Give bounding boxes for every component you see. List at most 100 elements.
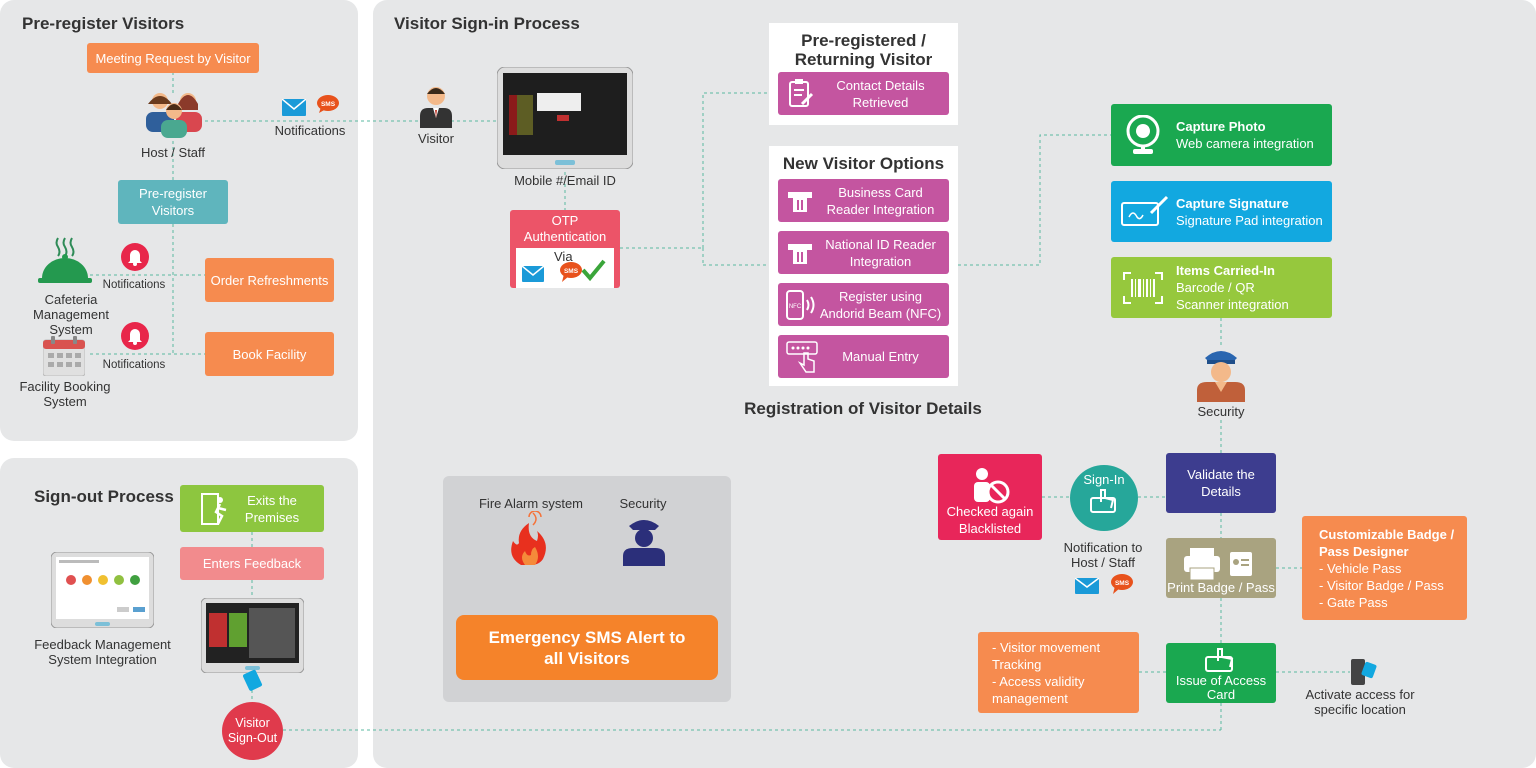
visitor-label: Visitor bbox=[418, 131, 454, 146]
manual-entry-box: Manual Entry bbox=[778, 335, 949, 378]
blacklisted-label: Checked again Blacklisted bbox=[946, 504, 1034, 536]
barcode-icon bbox=[1123, 272, 1163, 304]
host-staff-label: Host / Staff bbox=[140, 145, 206, 160]
movement-item-0: - Visitor movement Tracking bbox=[992, 639, 1101, 672]
national-id-box: National ID Reader Integration bbox=[778, 231, 949, 274]
capture-signature-sub: Signature Pad integration bbox=[1176, 212, 1323, 228]
signout-title: Sign-out Process bbox=[34, 487, 174, 506]
blocked-person-icon bbox=[974, 468, 1010, 504]
host-staff-icon bbox=[146, 93, 202, 138]
keypad-icon bbox=[786, 341, 818, 373]
visitor-icon bbox=[420, 87, 452, 128]
security-label: Security bbox=[1197, 404, 1245, 419]
security-guard-icon bbox=[1197, 351, 1245, 402]
feedback-system-label: Feedback Management System Integration bbox=[34, 637, 171, 667]
security2-label: Security bbox=[619, 496, 667, 511]
webcam-icon bbox=[1126, 115, 1160, 154]
meeting-request-box: Meeting Request by Visitor bbox=[87, 43, 259, 73]
exit-door-icon bbox=[201, 492, 227, 525]
badge-item-1: - Visitor Badge / Pass bbox=[1319, 578, 1444, 593]
issue-card-box: Issue of Access Card bbox=[1166, 643, 1276, 703]
new-visitor-title: New Visitor Options bbox=[782, 154, 945, 173]
contact-details-label: Contact Details Retrieved bbox=[836, 77, 925, 110]
nfc-label: Register using Andorid Beam (NFC) bbox=[819, 288, 942, 321]
cafeteria-label: Cafeteria Management System bbox=[33, 292, 109, 337]
capture-photo-sub: Web camera integration bbox=[1176, 136, 1314, 151]
notifications-label: Notifications bbox=[274, 123, 346, 138]
card-tap-icon bbox=[1090, 489, 1116, 513]
order-refreshments-box: Order Refreshments bbox=[205, 258, 334, 302]
fire-alarm-label: Fire Alarm system bbox=[478, 496, 583, 511]
fire-icon bbox=[511, 511, 546, 565]
clipboard-icon bbox=[789, 79, 814, 107]
exits-premises-box: Exits the Premises bbox=[180, 485, 324, 532]
id-reader-icon bbox=[788, 244, 812, 264]
movement-item-1: - Access validity management bbox=[992, 673, 1085, 706]
badge-designer-content: Customizable Badge / Pass Designer - Veh… bbox=[1319, 526, 1464, 611]
visitor-signout-circle: Visitor Sign-Out bbox=[222, 702, 283, 760]
preregister-box: Pre-register Visitors bbox=[118, 180, 228, 224]
national-id-label: National ID Reader Integration bbox=[825, 236, 936, 269]
business-card-label: Business Card Reader Integration bbox=[826, 184, 935, 217]
issue-card-label: Issue of Access Card bbox=[1175, 673, 1267, 702]
emergency-sms-box: Emergency SMS Alert to all Visitors bbox=[456, 615, 718, 680]
blacklisted-box: Checked again Blacklisted bbox=[938, 454, 1042, 540]
items-carried-sub1: Barcode / QR bbox=[1176, 280, 1255, 295]
email-icon bbox=[282, 99, 306, 116]
movement-tracking-content: - Visitor movement Tracking - Access val… bbox=[992, 639, 1122, 707]
otp-email-icon bbox=[522, 266, 544, 282]
exits-premises-label: Exits the Premises bbox=[244, 492, 300, 525]
bell-icon-1 bbox=[121, 243, 149, 271]
notify-sms-icon: SMS bbox=[1111, 574, 1133, 594]
registration-caption: Registration of Visitor Details bbox=[744, 399, 982, 418]
movement-tracking-box: - Visitor movement Tracking - Access val… bbox=[978, 632, 1139, 713]
otp-sms-icon: SMS bbox=[560, 262, 582, 282]
badge-designer-title: Customizable Badge / Pass Designer bbox=[1319, 527, 1455, 559]
signin-title: Visitor Sign-in Process bbox=[394, 14, 580, 33]
notify-host-label: Notification to Host / Staff bbox=[1063, 540, 1143, 570]
otp-via-panel: Via SMS bbox=[516, 248, 614, 288]
signout-kiosk-icon bbox=[201, 598, 304, 673]
svg-text:SMS: SMS bbox=[1115, 580, 1130, 587]
badge-item-0: - Vehicle Pass bbox=[1319, 561, 1402, 576]
preregister-title: Pre-register Visitors bbox=[22, 14, 185, 33]
print-badge-box: Print Badge / Pass bbox=[1166, 538, 1276, 598]
printer-icon bbox=[1184, 548, 1252, 580]
security-guard2-icon bbox=[623, 520, 665, 566]
otp-label: OTP Authentication bbox=[523, 213, 607, 244]
check-icon bbox=[581, 259, 606, 282]
access-card-tag-icon bbox=[243, 669, 263, 691]
feedback-tablet-icon bbox=[51, 552, 154, 628]
print-badge-label: Print Badge / Pass bbox=[1167, 580, 1275, 595]
phone-tap-icon bbox=[1351, 659, 1377, 685]
otp-box: OTP Authentication Via SMS bbox=[510, 210, 620, 288]
sign-in-label: Sign-In bbox=[1083, 472, 1125, 487]
manual-entry-label: Manual Entry bbox=[842, 349, 919, 364]
book-facility-box: Book Facility bbox=[205, 332, 334, 376]
facility-booking-label: Facility Booking System bbox=[19, 379, 111, 409]
signin-kiosk-icon bbox=[497, 67, 633, 169]
notifications-small-1: Notifications bbox=[102, 279, 166, 291]
access-card-icon bbox=[1205, 648, 1234, 672]
capture-photo-title: Capture Photo bbox=[1176, 119, 1266, 134]
signature-pad-icon bbox=[1121, 195, 1169, 226]
notifications-small-2: Notifications bbox=[102, 359, 166, 371]
svg-text:SMS: SMS bbox=[564, 268, 579, 275]
validate-box: Validate the Details bbox=[1166, 453, 1276, 513]
sms-icon: SMS bbox=[317, 95, 339, 113]
svg-text:SMS: SMS bbox=[321, 101, 336, 108]
badge-item-2: - Gate Pass bbox=[1319, 595, 1388, 610]
items-carried-sub2: Scanner integration bbox=[1176, 297, 1289, 312]
card-reader-icon bbox=[788, 192, 812, 212]
nfc-phone-icon: NFC bbox=[786, 290, 815, 320]
nfc-box: NFC Register using Andorid Beam (NFC) bbox=[778, 283, 949, 326]
otp-via-label: Via bbox=[554, 249, 573, 264]
notify-email-icon bbox=[1075, 578, 1099, 594]
business-card-box: Business Card Reader Integration bbox=[778, 179, 949, 222]
items-carried-title: Items Carried-In bbox=[1176, 263, 1275, 278]
